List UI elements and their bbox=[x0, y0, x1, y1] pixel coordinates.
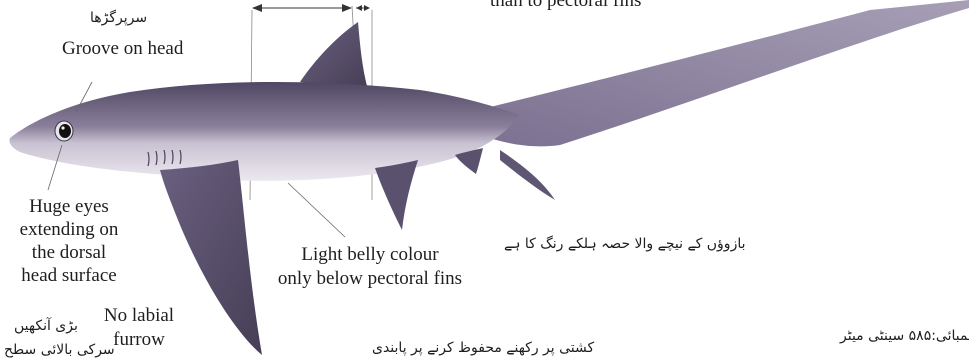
groove-label: Groove on head bbox=[62, 38, 183, 60]
pelvic-fin bbox=[375, 160, 418, 230]
eyes-label-line3: the dorsal bbox=[4, 242, 134, 264]
belly-label-line2: only below pectoral fins bbox=[250, 268, 490, 290]
groove-urdu-label: سرپرگڑھا bbox=[90, 10, 147, 26]
eyes-label-line1: Huge eyes bbox=[4, 196, 134, 218]
dorsal-fin bbox=[300, 22, 368, 90]
eyes-label-line4: head surface bbox=[4, 265, 134, 287]
labial-urdu-label-2: سرکی بالائی سطح bbox=[4, 342, 115, 358]
labial-urdu-label: بڑی آنکھیں bbox=[14, 318, 78, 334]
caudal-fin-upper-lobe bbox=[470, 0, 969, 146]
length-urdu-label: حدلمبائی:۵۸۵ سینٹی میٹر bbox=[840, 328, 969, 344]
belly-label-line1: Light belly colour bbox=[250, 244, 490, 266]
caudal-fin-lower-lobe bbox=[500, 150, 555, 200]
belly-urdu-label: بازوؤں کے نیچے والا حصہ ہلکے رنگ کا ہے bbox=[504, 236, 746, 252]
labial-label-line1: No labial bbox=[84, 305, 194, 327]
eyes-label-line2: extending on bbox=[4, 219, 134, 241]
top-fragment-label: than to pectoral fins bbox=[490, 0, 641, 12]
protection-urdu-label: کشتی پر رکھنے محفوظ کرنے پر پابندی bbox=[372, 340, 594, 356]
eye bbox=[55, 121, 73, 141]
shark-body bbox=[9, 82, 520, 181]
